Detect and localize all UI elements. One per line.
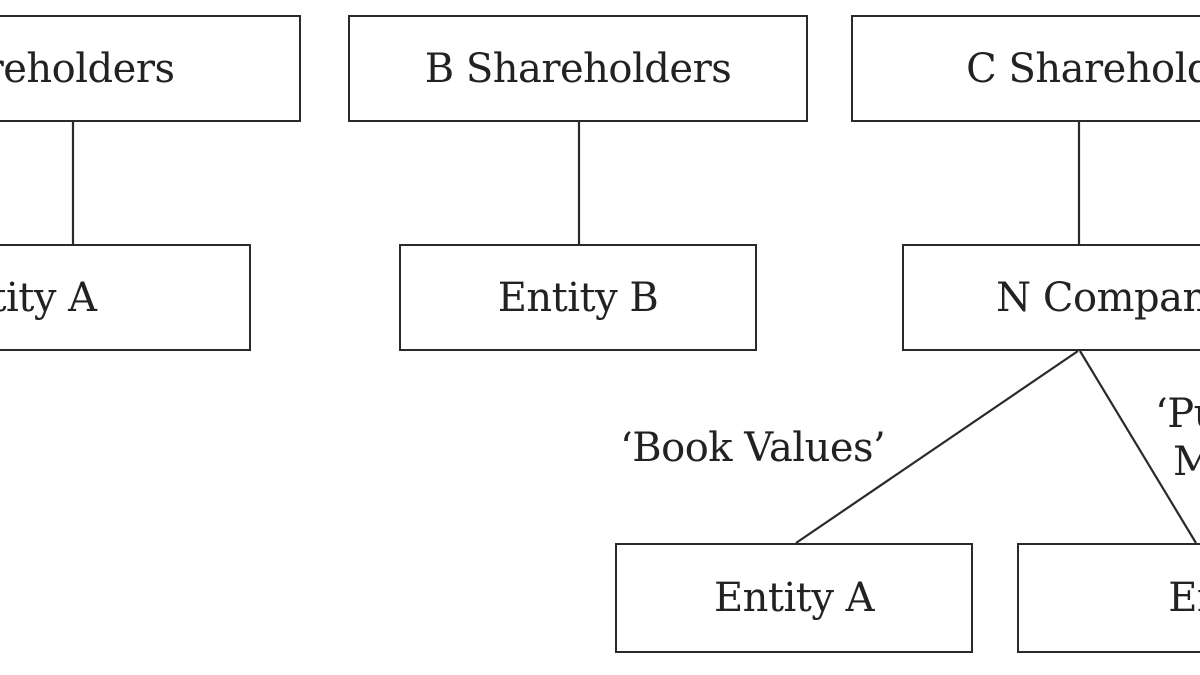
edge-label-public-market: ‘Pu M xyxy=(1155,390,1200,486)
node-entity-a-bottom-label: Entity A xyxy=(713,575,875,621)
edge-label-public-market-line2: M xyxy=(1173,439,1200,485)
edge-label-public-market-line1: ‘Pu xyxy=(1155,391,1200,437)
connector-n-company-to-entity-a xyxy=(795,350,1079,544)
connector-n-company-to-entity-b xyxy=(1079,350,1197,544)
node-entity-a-bottom: Entity A xyxy=(615,543,973,653)
edge-label-book-values: ‘Book Values’ xyxy=(620,425,886,471)
node-entity-b-bottom-label: Entity B xyxy=(1168,575,1200,621)
node-a-shareholders: A Shareholders xyxy=(0,15,301,122)
node-n-company-label: N Company xyxy=(996,274,1200,321)
node-entity-a-top-label: Entity A xyxy=(0,274,97,321)
node-c-shareholders-label: C Shareholders xyxy=(966,45,1200,92)
node-b-shareholders: B Shareholders xyxy=(348,15,808,122)
node-a-shareholders-label: A Shareholders xyxy=(0,45,175,92)
node-entity-b-bottom: Entity B xyxy=(1017,543,1200,653)
node-c-shareholders: C Shareholders xyxy=(851,15,1200,122)
node-entity-b-top: Entity B xyxy=(399,244,757,351)
node-b-shareholders-label: B Shareholders xyxy=(424,45,732,92)
node-n-company: N Company xyxy=(902,244,1200,351)
node-entity-b-top-label: Entity B xyxy=(497,274,659,321)
node-entity-a-top: Entity A xyxy=(0,244,251,351)
